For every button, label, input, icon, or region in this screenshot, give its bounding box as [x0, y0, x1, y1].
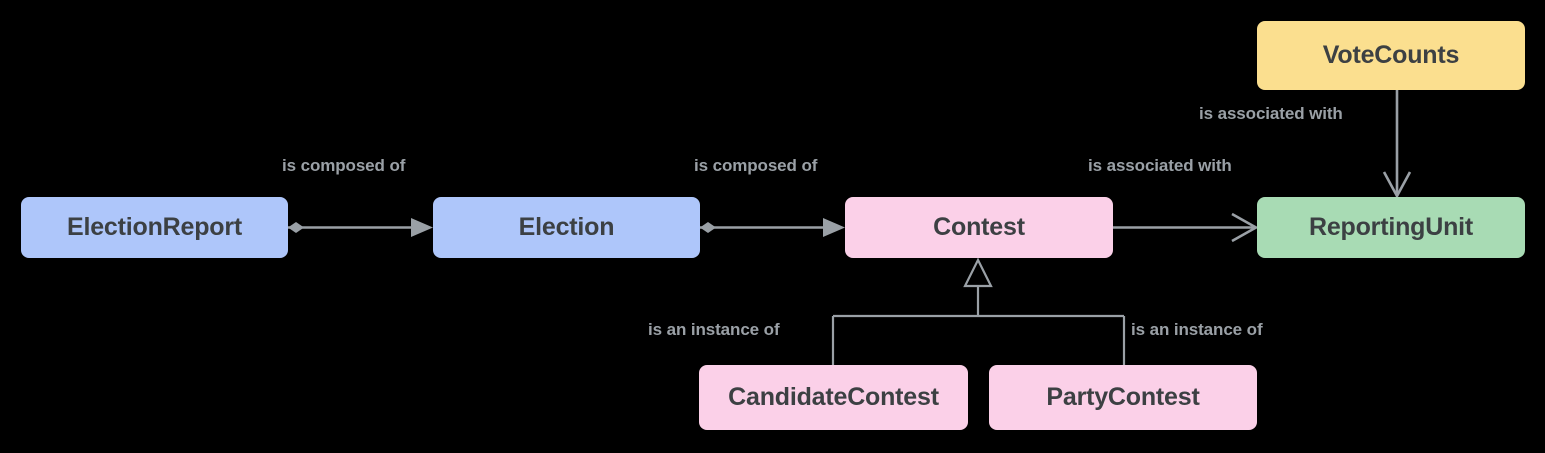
- edge-label-contest-reporting-unit: is associated with: [1088, 156, 1232, 175]
- edge-label-party-contest-contest: is an instance of: [1131, 320, 1263, 339]
- node-contest[interactable]: Contest: [845, 197, 1113, 258]
- edge-label-vote-counts-reporting-unit: is associated with: [1199, 104, 1343, 123]
- edge-label-candidate-contest-contest: is an instance of: [648, 320, 780, 339]
- node-party-contest[interactable]: PartyContest: [989, 365, 1257, 430]
- edge-contest-reporting-unit: [1113, 212, 1259, 243]
- edge-vote-counts-reporting-unit: [1382, 90, 1412, 199]
- node-label: ReportingUnit: [1308, 213, 1474, 241]
- node-reporting-unit[interactable]: ReportingUnit: [1257, 197, 1525, 258]
- node-label: ElectionReport: [67, 213, 242, 241]
- node-label: CandidateContest: [728, 383, 939, 411]
- edge-election-contest: [700, 218, 845, 237]
- node-vote-counts[interactable]: VoteCounts: [1257, 21, 1525, 90]
- node-label: PartyContest: [1046, 383, 1200, 411]
- node-label: Contest: [933, 213, 1025, 241]
- edge-generalization-contest: [831, 257, 1126, 365]
- node-label: Election: [518, 213, 615, 241]
- node-candidate-contest[interactable]: CandidateContest: [699, 365, 968, 430]
- edge-label-election-report-election: is composed of: [282, 156, 406, 175]
- edge-election-report-election: [288, 218, 433, 237]
- node-election[interactable]: Election: [433, 197, 700, 258]
- node-label: VoteCounts: [1322, 41, 1460, 69]
- edge-label-election-contest: is composed of: [694, 156, 818, 175]
- node-election-report[interactable]: ElectionReport: [21, 197, 288, 258]
